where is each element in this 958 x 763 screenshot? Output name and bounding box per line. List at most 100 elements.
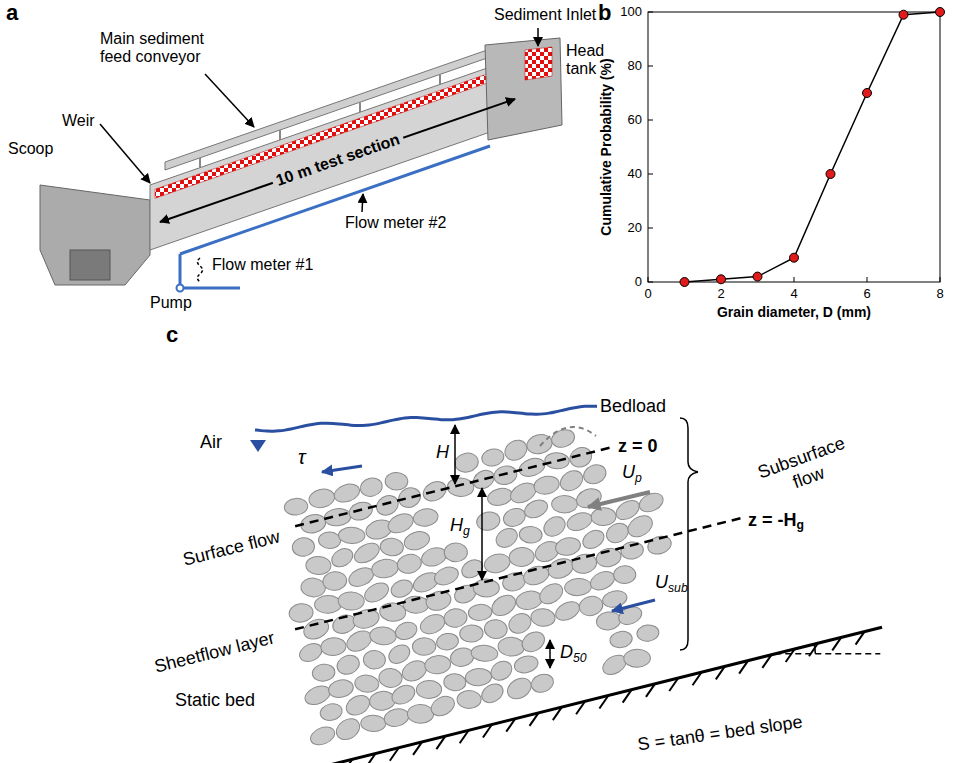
grain [513,654,540,676]
distribution-chart [648,8,945,287]
grain [645,533,673,557]
velocity-arrow [588,492,650,507]
grain [320,637,346,656]
dimension-label: 10 m test section [269,129,405,191]
bed-hatch [693,672,702,685]
axis-title: Grain diameter, D (mm) [717,304,871,320]
subscript: sub [668,581,688,595]
conveyor-support [439,75,441,85]
symbol-label: τ [298,446,305,469]
grain [609,630,634,650]
bed-line [319,627,882,763]
grain [332,481,362,505]
flume-channel [150,64,500,250]
grain [554,535,582,557]
symbol-base: z = -H [748,510,797,530]
grain [443,608,468,629]
grain [358,476,384,499]
velocity-arrow [612,600,655,611]
grain [549,427,576,450]
head-tank [485,38,562,140]
grain [457,691,481,709]
grain [338,527,365,544]
grain [361,715,386,732]
grain [532,474,560,496]
grain [416,680,442,699]
grain [370,557,399,579]
conveyor-support [359,102,361,112]
grain [480,447,505,468]
grain [544,452,569,469]
grain [581,462,609,488]
grain [509,547,535,567]
region-label: Bedload [600,396,666,417]
grain-layer [284,427,674,748]
tick-mark [648,12,653,13]
tick-label: 2 [717,287,724,302]
bed-hatch [413,742,422,755]
data-point [753,272,762,281]
leader-arrow [537,28,539,46]
grain [432,564,461,588]
grain [552,495,578,512]
symbol-base: D [560,642,573,662]
subscript: p [635,471,642,485]
grain [522,497,551,522]
grain [591,507,617,526]
bed-hatch [483,724,492,737]
subscript: g [463,524,470,538]
panel-letter: b [598,0,611,25]
symbol-label: D50 [560,642,587,663]
symbol-base: H [450,515,463,535]
tick-label: 20 [628,221,642,236]
region-label: Surface flow [181,526,282,570]
test-section-bed [155,71,495,198]
grain [435,632,459,652]
data-line [685,12,941,282]
tick-mark [794,277,795,282]
bed-hatch [832,637,841,650]
tick-mark [648,120,653,121]
symbol-base: U [655,572,668,592]
panel-letter: c [166,322,178,347]
bed-hatch [576,701,585,714]
tick-mark [940,277,941,282]
grain [493,525,521,552]
grain [385,510,416,537]
flume-drawing [40,28,562,292]
part-label: Pump [150,294,192,312]
depth-arrow [454,425,456,484]
subscript: g [797,518,804,532]
subscript: 50 [573,651,587,665]
part-label: Flow meter #2 [345,214,446,232]
grain [338,591,365,610]
bed-hatch [786,649,795,662]
grain [332,715,363,744]
grain [389,682,418,708]
bed-hatch [506,719,515,732]
part-label: Scoop [8,140,53,158]
bed-hatch [436,736,445,749]
grain [447,477,474,497]
region-label: Sheetflow layer [153,627,277,677]
data-point [790,253,799,262]
bed-hatch [460,730,469,743]
angle-arc [814,644,815,654]
grain [443,673,466,692]
grain [417,611,448,638]
tick-mark [648,66,653,67]
grain [465,668,492,687]
grain [504,674,535,703]
grain [564,578,592,597]
grain [334,652,362,677]
tick-label: 0 [635,275,642,290]
grain [444,543,468,562]
grain [557,467,587,495]
grain [288,602,314,623]
part-label: Flow meter #1 [212,256,313,274]
tick-mark [867,277,868,282]
bedload-trajectory [540,427,596,446]
datum-label: z = 0 [618,436,658,457]
grain [483,619,508,640]
